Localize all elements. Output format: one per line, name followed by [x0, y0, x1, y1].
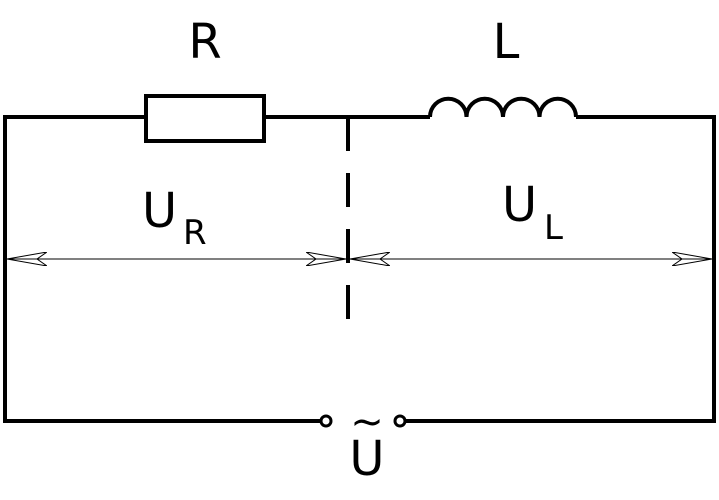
ur-label-subscript: R	[183, 213, 207, 253]
source-voltage-label: U	[349, 431, 384, 487]
inductor-label: L	[493, 14, 520, 70]
ul-label-main: U	[502, 177, 537, 233]
resistor-symbol	[144, 94, 266, 143]
source-terminal-right	[393, 414, 407, 428]
ul-label-subscript: L	[544, 208, 563, 248]
ur-label-main: U	[142, 183, 177, 239]
source-terminal-left	[319, 414, 333, 428]
resistor-label: R	[188, 14, 221, 70]
inductor-symbol	[428, 96, 578, 118]
source-ac-tilde: ~	[350, 399, 384, 445]
